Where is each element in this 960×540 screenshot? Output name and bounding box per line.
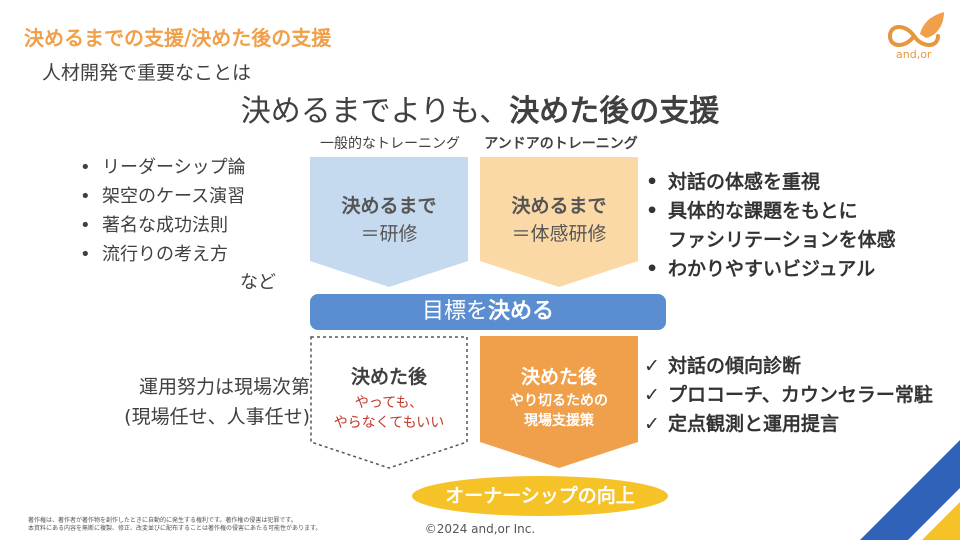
infinity-leaf-icon [888, 12, 944, 47]
lower-right-line1: やり切るための [510, 393, 608, 409]
check-item-text: プロコーチ、カウンセラー常駐 [668, 384, 933, 406]
company-logo: and,or [880, 8, 950, 64]
left-bullet-list: リーダーシップ論 架空のケース演習 著名な成功法則 流行りの考え方 [80, 153, 246, 269]
check-item-text: 対話の傾向診断 [668, 355, 802, 377]
upper-right-box: 決めるまで ＝体感研修 [480, 157, 638, 289]
left-bottom-line2: (現場任せ、人事任せ) [124, 406, 310, 428]
list-item: ✓ 定点観測と運用提言 [644, 410, 933, 439]
lower-right-title: 決めた後 [520, 366, 597, 388]
upper-left-line1: 決めるまで [341, 195, 437, 217]
list-suffix: など [240, 272, 276, 293]
column-head-andor: アンドアのトレーニング [484, 136, 638, 152]
list-item: リーダーシップ論 [80, 153, 246, 182]
check-icon: ✓ [644, 355, 660, 377]
lower-right-line2: 現場支援策 [524, 413, 594, 429]
notice-line1: 著作権は、著作者が著作物を創作したときに自動的に発生する権利です。著作権の侵害は… [28, 517, 297, 524]
corner-decoration [860, 440, 960, 540]
left-bottom-line1: 運用努力は現場次第 [138, 376, 310, 398]
copyright: ©2024 and,or Inc. [424, 522, 536, 536]
list-item: ファシリテーションを体感 [668, 229, 896, 251]
column-head-general: 一般的なトレーニング [320, 136, 460, 152]
check-item-text: 定点観測と運用提言 [668, 413, 840, 435]
upper-left-box: 決めるまで ＝研修 [310, 157, 468, 289]
right-bullet-list: 対話の体感を重視 具体的な課題をもとに ファシリテーションを体感 わかりやすいビ… [646, 168, 896, 284]
upper-left-line2: ＝研修 [360, 223, 418, 245]
check-list: ✓ 対話の傾向診断 ✓ プロコーチ、カウンセラー常駐 ✓ 定点観測と運用提言 [644, 352, 933, 439]
upper-right-line1: 決めるまで [511, 195, 607, 217]
subtitle: 人材開発で重要なことは [42, 62, 252, 84]
list-item: 具体的な課題をもとに [646, 197, 896, 226]
left-bottom-text: 運用努力は現場次第 (現場任せ、人事任せ) [60, 372, 310, 432]
notice-line2: 本資料にある内容を無断に複製、修正、改変並びに配布することは著作権の侵害にあたる… [28, 525, 322, 532]
list-item: 流行りの考え方 [80, 240, 246, 269]
lower-right-box: 決めた後 やり切るための 現場支援策 [480, 336, 638, 470]
main-title-bold: 決めた後の支援 [509, 94, 720, 129]
list-item: わかりやすいビジュアル [646, 255, 896, 284]
copyright-notice: 著作権は、著作者が著作物を創作したときに自動的に発生する権利です。著作権の侵害は… [28, 517, 321, 533]
check-icon: ✓ [644, 384, 660, 406]
lower-left-line1: やっても、 [354, 395, 424, 411]
list-item: 対話の体感を重視 [646, 168, 896, 197]
header-title: 決めるまでの支援/決めた後の支援 [24, 26, 332, 50]
main-title: 決めるまでよりも、決めた後の支援 [0, 86, 960, 130]
logo-text: and,or [896, 48, 932, 61]
goal-normal: 目標を [421, 299, 488, 324]
list-item: 著名な成功法則 [80, 211, 246, 240]
lower-left-box: 決めた後 やっても、 やらなくてもいい [310, 336, 468, 470]
goal-bar: 目標を決める [310, 294, 666, 330]
upper-right-line2: ＝体感研修 [511, 223, 607, 245]
list-item: 架空のケース演習 [80, 182, 246, 211]
ownership-ellipse: オーナーシップの向上 [412, 476, 668, 516]
lower-left-title: 決めた後 [350, 366, 427, 388]
lower-left-line2: やらなくてもいい [333, 415, 445, 431]
check-icon: ✓ [644, 413, 660, 435]
goal-bold: 決める [488, 299, 555, 324]
list-item: ✓ 対話の傾向診断 [644, 352, 933, 381]
list-item: ✓ プロコーチ、カウンセラー常駐 [644, 381, 933, 410]
main-title-normal: 決めるまでよりも、 [240, 94, 510, 129]
